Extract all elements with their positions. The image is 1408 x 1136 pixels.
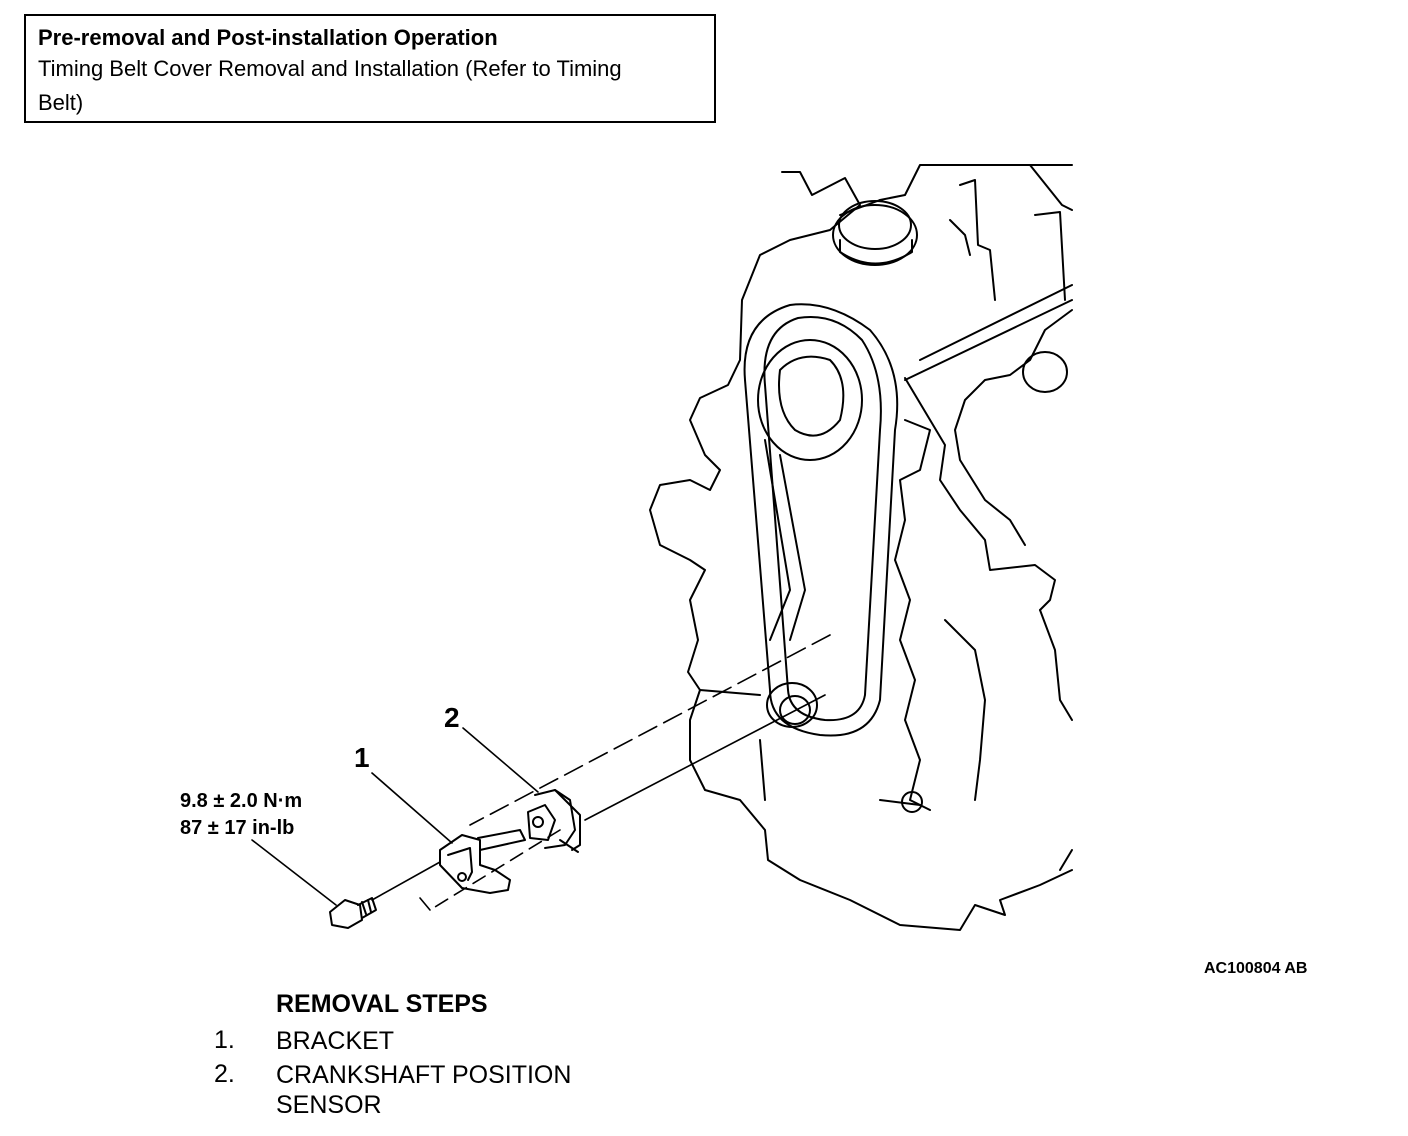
- torque-metric: 9.8 ± 2.0 N·m: [180, 790, 303, 812]
- engine-block: [649, 164, 1073, 931]
- crank-pulley: [766, 682, 818, 728]
- bracket-part: [439, 829, 526, 894]
- alignment-lines: [371, 634, 831, 911]
- step-label: BRACKET: [276, 1027, 395, 1055]
- step-number: 1.: [214, 1026, 235, 1054]
- pre-operation-box: Pre-removal and Post-installation Operat…: [24, 14, 716, 123]
- figure-id: AC100804 AB: [1204, 960, 1308, 977]
- step-label: CRANKSHAFT POSITION SENSOR: [276, 1061, 572, 1119]
- pre-operation-body: Timing Belt Cover Removal and Installati…: [38, 56, 622, 115]
- removal-steps-title: REMOVAL STEPS: [276, 990, 488, 1018]
- pre-operation-title: Pre-removal and Post-installation Operat…: [38, 25, 498, 50]
- step-number: 2.: [214, 1060, 235, 1088]
- crankshaft-position-sensor-part: [527, 789, 581, 853]
- torque-spec: 9.8 ± 2.0 N·m 87 ± 17 in-lb: [180, 788, 302, 842]
- leader-lines: [251, 727, 539, 906]
- callout-bracket-number: 1: [354, 742, 370, 773]
- removal-step-1: 1. BRACKET: [214, 1026, 394, 1056]
- callout-sensor-number: 2: [444, 702, 460, 733]
- removal-step-2: 2. CRANKSHAFT POSITION SENSOR: [214, 1060, 616, 1120]
- torque-imperial: 87 ± 17 in-lb: [180, 817, 295, 839]
- bolt-part: [329, 897, 377, 929]
- timing-belt: [743, 303, 899, 737]
